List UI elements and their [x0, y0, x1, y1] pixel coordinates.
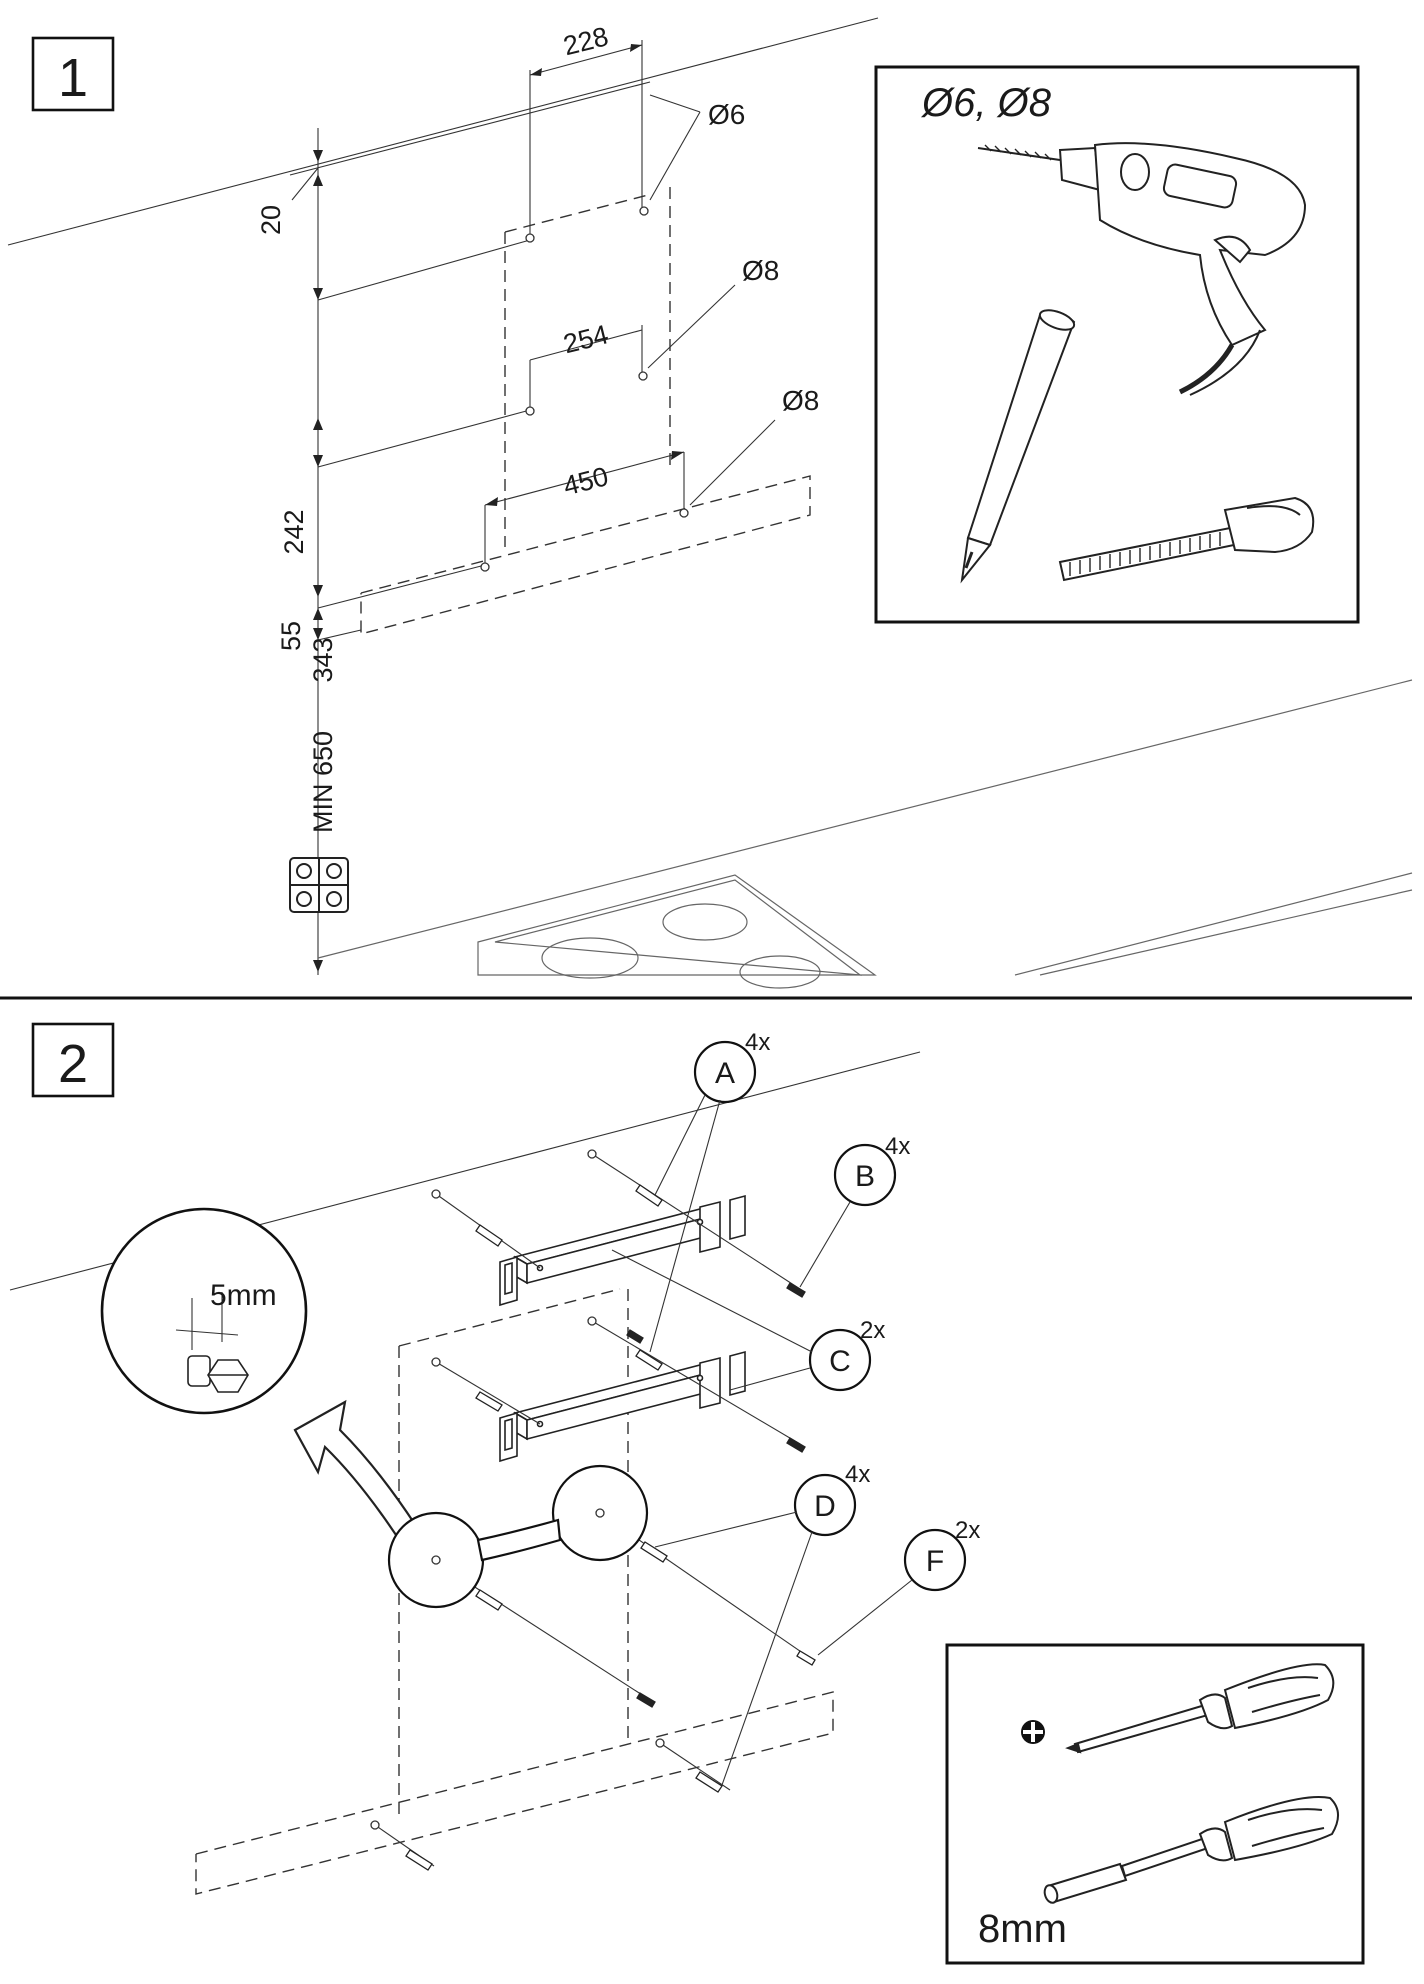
- wall-top-edge: [7, 17, 879, 246]
- hole-size-middle: Ø8: [742, 255, 779, 286]
- dimension-min-650: MIN 650: [308, 731, 338, 833]
- dimension-450: 450: [560, 461, 611, 501]
- detail-connector: [476, 1518, 562, 1562]
- ref-line-upper-holes: [317, 239, 531, 301]
- step-1-number-box: [31, 36, 115, 112]
- phillips-symbol-icon: [1021, 1720, 1045, 1744]
- hole-low-left: [480, 562, 490, 572]
- part-callout-b: B 4x: [799, 1133, 910, 1288]
- part-b-letter: B: [855, 1160, 875, 1193]
- part-c-letter: C: [829, 1345, 851, 1378]
- detail-arrow: [293, 1399, 422, 1546]
- hole-top-right: [639, 206, 649, 216]
- burner-3: [739, 955, 821, 989]
- dimension-242: 242: [279, 509, 309, 554]
- bracket-upper: [499, 1194, 746, 1307]
- dimension-254: 254: [560, 319, 611, 359]
- dim-line-228: [529, 44, 643, 76]
- part-d-letter: D: [814, 1490, 836, 1523]
- dimension-20: 20: [256, 205, 286, 235]
- hole-size-top: Ø6: [708, 99, 745, 130]
- leader-o8-low: [689, 419, 776, 506]
- hole-top-left: [525, 233, 535, 243]
- dimension-ticks: [313, 150, 323, 972]
- step-2-panel: 2: [9, 1022, 1365, 1965]
- part-callout-f: F 2x: [817, 1517, 980, 1656]
- part-a-qty: 4x: [745, 1029, 770, 1056]
- drill-bit-sizes: Ø6, Ø8: [920, 81, 1052, 125]
- pencil-icon: [960, 309, 1076, 584]
- hob-icon: [289, 857, 349, 913]
- step-2-number: 2: [58, 1034, 88, 1094]
- reference-line-20: [289, 81, 651, 176]
- hood-outline: [360, 187, 811, 635]
- burner-1: [541, 937, 639, 979]
- phillips-screwdriver-icon: [1065, 1663, 1335, 1754]
- hole-size-lower: Ø8: [782, 385, 819, 416]
- ref-line-mid-holes: [317, 409, 531, 468]
- part-callout-a: A 4x: [649, 1029, 770, 1353]
- detail-gap-label: 5mm: [210, 1279, 277, 1312]
- part-c-qty: 2x: [860, 1317, 885, 1344]
- burner-2: [662, 903, 748, 941]
- step-1-number: 1: [58, 48, 88, 108]
- step-1-panel: 1 228: [7, 17, 1413, 989]
- part-a-letter: A: [715, 1057, 735, 1090]
- socket-size-label: 8mm: [978, 1907, 1067, 1951]
- part-f-qty: 2x: [955, 1517, 980, 1544]
- hob-inner: [494, 879, 863, 976]
- part-d-qty: 4x: [845, 1461, 870, 1488]
- part-callout-d: D 4x: [654, 1461, 870, 1786]
- hole-mid-right: [638, 371, 648, 381]
- countertop-front-edge: [1014, 872, 1413, 976]
- detail-magnifier: 5mm: [100, 1207, 308, 1415]
- ref-line-hood-bottom: [317, 629, 362, 641]
- hole-low-right: [679, 508, 689, 518]
- part-b-qty: 4x: [885, 1133, 910, 1160]
- dimension-343: 343: [308, 637, 338, 682]
- step-2-number-box: [31, 1022, 115, 1098]
- leader-o8-mid: [647, 284, 736, 369]
- hex-bolt-icon: [187, 1355, 249, 1393]
- hole-mid-left: [525, 406, 535, 416]
- dim-line-254: [529, 329, 643, 361]
- countertop-front-edge-2: [1039, 889, 1413, 976]
- socket-driver-icon: [1043, 1796, 1339, 1904]
- countertop-back-edge: [317, 679, 1413, 959]
- hob-top: [477, 874, 877, 976]
- ref-line-low-holes: [317, 564, 486, 609]
- part-f-letter: F: [926, 1545, 944, 1578]
- leader-o6-a: [649, 94, 701, 113]
- fixings: [370, 1149, 816, 1871]
- drill-icon: [977, 142, 1307, 396]
- leader-o6-b: [649, 111, 701, 201]
- tape-measure-icon: [1058, 496, 1315, 582]
- dimension-55: 55: [276, 621, 306, 651]
- part-callout-c: C 2x: [611, 1249, 885, 1392]
- dim-line-450: [484, 451, 685, 506]
- leader-20: [291, 167, 319, 201]
- bracket-lower: [499, 1350, 746, 1463]
